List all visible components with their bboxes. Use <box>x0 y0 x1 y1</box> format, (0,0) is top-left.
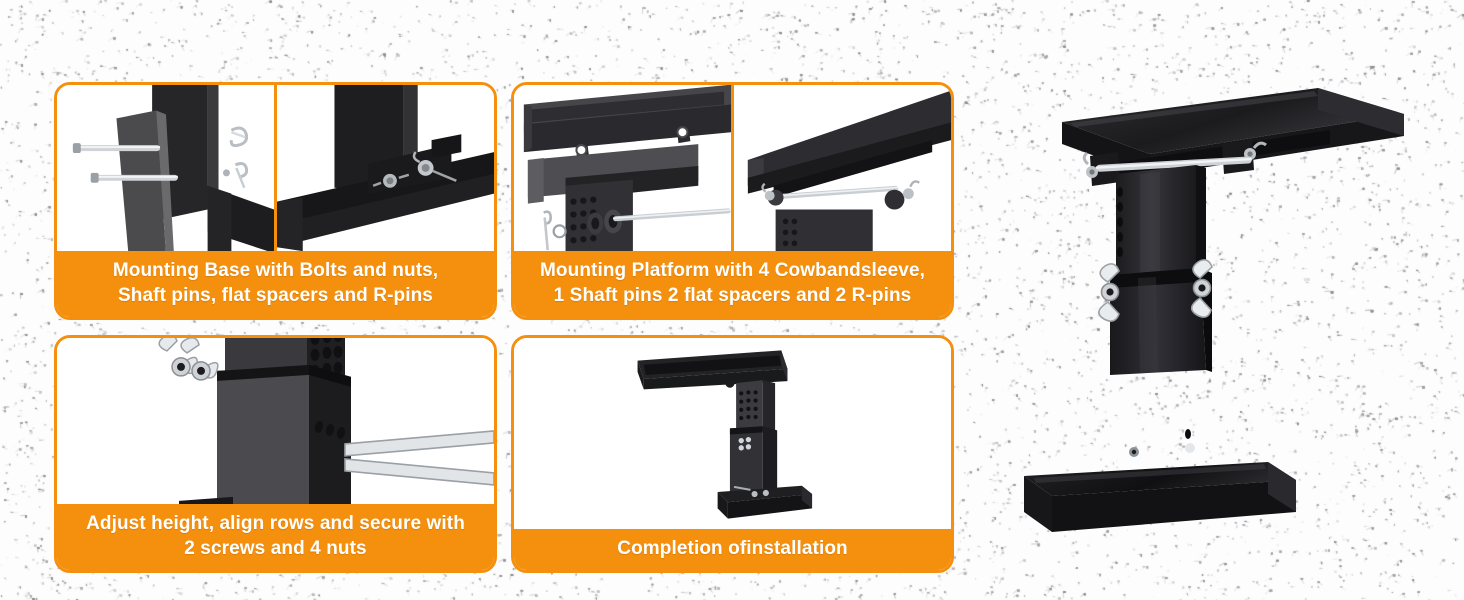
step-3-caption: Adjust height, align rows and secure wit… <box>57 503 494 570</box>
step-3-photo-row <box>57 338 494 504</box>
step-1-caption-line-1: Mounting Base with Bolts and nuts, <box>112 259 439 281</box>
step-2-caption: Mounting Platform with 4 Cowbandsleeve, … <box>514 250 951 317</box>
step-3-caption-line-1: Adjust height, align rows and secure wit… <box>86 512 465 534</box>
step-1-caption-line-2: Shaft pins, flat spacers and R-pins <box>118 284 433 306</box>
step-2-photo-left <box>514 85 731 251</box>
step-4-photo-row <box>514 338 951 529</box>
step-1-photo-left <box>57 85 274 251</box>
step-card-4[interactable]: Completion ofinstallation <box>511 335 954 573</box>
step-card-2[interactable]: Mounting Platform with 4 Cowbandsleeve, … <box>511 82 954 320</box>
step-2-photo-row <box>514 85 951 251</box>
step-4-photo <box>514 338 951 529</box>
step-1-photo-right <box>274 85 494 251</box>
step-2-caption-line-1: Mounting Platform with 4 Cowbandsleeve, <box>540 259 925 281</box>
step-4-caption-line-1: Completion ofinstallation <box>617 537 848 559</box>
step-4-caption: Completion ofinstallation <box>514 528 951 570</box>
step-2-photo-right <box>731 85 951 251</box>
step-1-photo-row <box>57 85 494 251</box>
step-card-3[interactable]: Adjust height, align rows and secure wit… <box>54 335 497 573</box>
step-3-caption-line-2: 2 screws and 4 nuts <box>184 537 367 559</box>
hero-product-image <box>1000 70 1460 570</box>
step-3-photo <box>57 338 494 504</box>
step-card-1[interactable]: Mounting Base with Bolts and nuts, Shaft… <box>54 82 497 320</box>
installation-steps-grid: Mounting Base with Bolts and nuts, Shaft… <box>54 82 954 573</box>
step-2-caption-line-2: 1 Shaft pins 2 flat spacers and 2 R-pins <box>553 284 912 306</box>
step-1-caption: Mounting Base with Bolts and nuts, Shaft… <box>57 250 494 317</box>
